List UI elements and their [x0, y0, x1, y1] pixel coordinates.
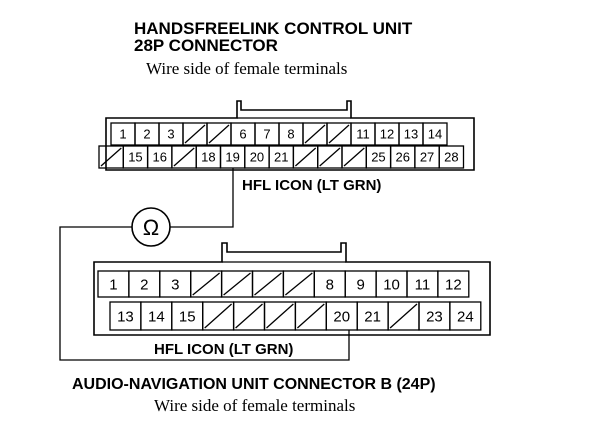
top-row2-terminal-label: 27: [420, 150, 434, 165]
top-row1-terminal-label: 1: [119, 127, 126, 142]
top-row2-cell: [438, 145, 465, 169]
top-row1-empty-slot: [328, 124, 350, 144]
bottom-connector-outline: [93, 242, 491, 336]
top-title-line1: HANDSFREELINK CONTROL UNIT: [134, 19, 413, 38]
top-row2-terminal-label: 26: [396, 150, 410, 165]
top-row2-terminal-label: 18: [201, 150, 215, 165]
bottom-row1-terminal-label: 2: [140, 276, 148, 293]
bottom-row2-empty-slot: [389, 303, 418, 329]
bottom-row2-empty-slot: [266, 303, 294, 329]
top-row2-empty-slot: [319, 147, 341, 167]
top-row1-empty-slot: [184, 124, 206, 144]
top-row2-empty-slot: [343, 147, 365, 167]
bottom-row1-cell: [437, 270, 470, 298]
top-row2-terminal-label: 15: [128, 150, 142, 165]
top-row2-terminal-label: 19: [225, 150, 239, 165]
top-row1-terminal-label: 7: [263, 127, 270, 142]
top-row2-terminal-label: 25: [371, 150, 385, 165]
bottom-row1-empty-slot: [284, 272, 313, 296]
top-wire-label: HFL ICON (LT GRN): [242, 177, 381, 194]
top-row1-terminal-label: 14: [428, 127, 442, 142]
top-row2-terminal-label: 16: [153, 150, 167, 165]
bottom-row1-terminal-label: 3: [171, 276, 179, 293]
top-row1-cell: [422, 122, 448, 146]
ohmmeter-icon: Ω: [131, 207, 171, 247]
bottom-row1-terminal-label: 10: [383, 276, 400, 293]
top-row1-terminal-label: 6: [239, 127, 246, 142]
bottom-row1-empty-slot: [192, 272, 221, 296]
bottom-title: AUDIO-NAVIGATION UNIT CONNECTOR B (24P): [72, 376, 436, 393]
ohm-symbol: Ω: [143, 215, 159, 240]
bottom-wire-label: HFL ICON (LT GRN): [154, 341, 293, 358]
bottom-row1-terminal-label: 9: [356, 276, 364, 293]
bottom-row2-terminal-label: 15: [179, 308, 196, 325]
bottom-row1-empty-slot: [254, 272, 282, 296]
top-row2-terminal-label: 28: [444, 150, 458, 165]
bottom-subtitle: Wire side of female terminals: [154, 396, 355, 415]
top-row1-terminal-label: 3: [167, 127, 174, 142]
bottom-row2-terminal-label: 13: [117, 308, 134, 325]
top-row1-terminal-label: 12: [380, 127, 394, 142]
bottom-row2-empty-slot: [296, 303, 325, 329]
top-row2-empty-slot: [173, 147, 195, 167]
bottom-row2-cell: [449, 301, 482, 331]
top-connector-outline: [105, 100, 475, 171]
bottom-row2-empty-slot: [235, 303, 263, 329]
bottom-row1-empty-slot: [223, 272, 251, 296]
top-row2-terminal-label: 21: [274, 150, 288, 165]
top-row2-empty-slot: [100, 147, 122, 167]
top-subtitle: Wire side of female terminals: [146, 59, 347, 78]
top-row1-terminal-label: 8: [287, 127, 294, 142]
top-row1-terminal-label: 2: [143, 127, 150, 142]
top-row1-empty-slot: [208, 124, 230, 144]
top-row2-empty-slot: [294, 147, 317, 167]
bottom-row2-terminal-label: 23: [426, 308, 443, 325]
top-row2-terminal-label: 20: [250, 150, 264, 165]
test-lead-bottom: [59, 226, 350, 361]
bottom-row2-terminal-label: 21: [364, 308, 381, 325]
bottom-row2-terminal-label: 14: [148, 308, 165, 325]
bottom-row1-terminal-label: 11: [415, 276, 431, 293]
bottom-row1-terminal-label: 1: [109, 276, 117, 293]
bottom-row2-terminal-label: 20: [333, 308, 350, 325]
top-row1-terminal-label: 11: [356, 127, 370, 142]
top-title-line2: 28P CONNECTOR: [134, 36, 278, 55]
test-lead-top: [170, 168, 234, 228]
bottom-row2-empty-slot: [204, 303, 233, 329]
top-row1-empty-slot: [304, 124, 326, 144]
bottom-row2-terminal-label: 24: [457, 308, 474, 325]
bottom-row1-terminal-label: 8: [326, 276, 334, 293]
top-row1-terminal-label: 13: [404, 127, 418, 142]
bottom-row1-terminal-label: 12: [445, 276, 462, 293]
